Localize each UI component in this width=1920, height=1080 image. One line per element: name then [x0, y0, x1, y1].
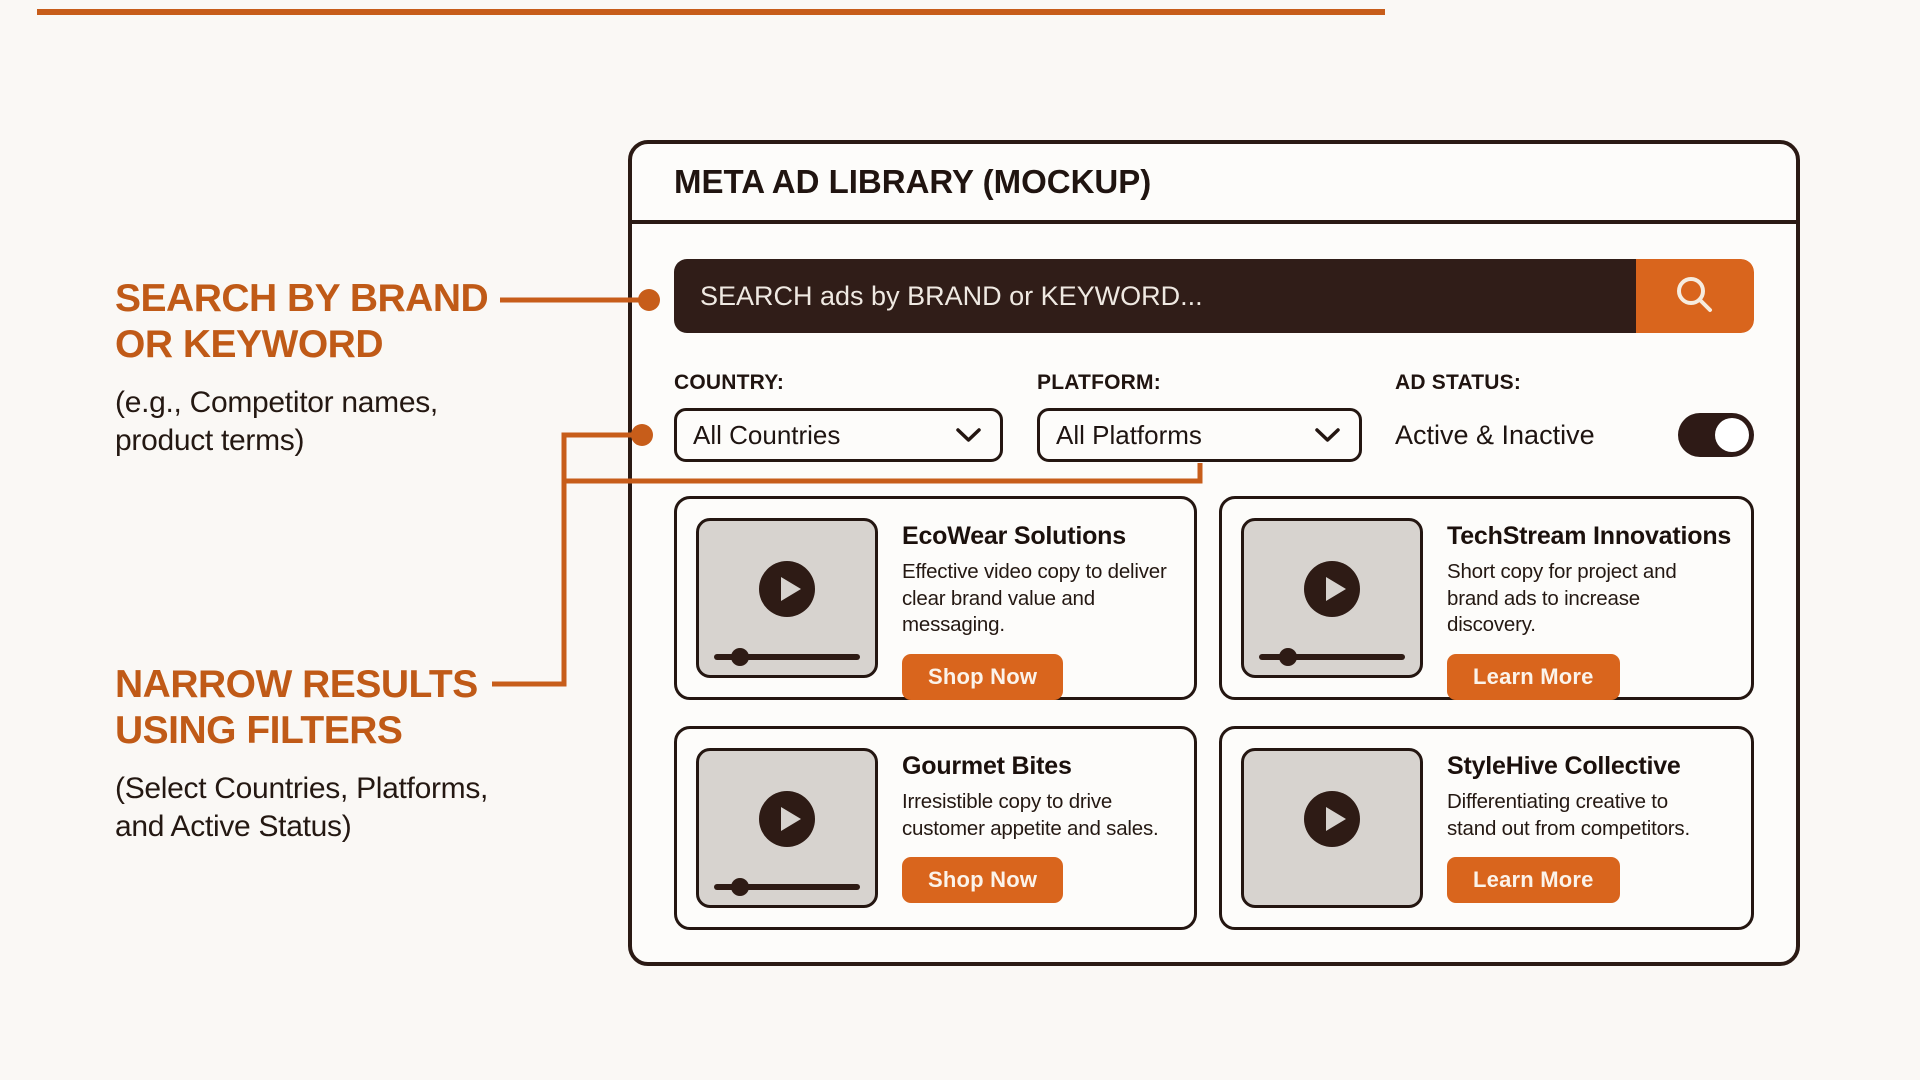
video-thumbnail [696, 748, 878, 908]
play-triangle [1326, 806, 1346, 831]
search-icon [1677, 277, 1712, 312]
ad-card-title: Gourmet Bites [902, 752, 1072, 780]
country-dropdown[interactable]: All Countries [674, 408, 1003, 462]
ad-cards-grid: EcoWear Solutions Effective video copy t… [674, 496, 1754, 930]
annotation-search-title-line1: SEARCH BY BRAND [115, 277, 489, 320]
video-progress-bar[interactable] [714, 648, 860, 666]
play-icon[interactable] [1304, 790, 1360, 847]
country-filter: COUNTRY: All Countries [674, 371, 1003, 462]
ad-card-description-line2: customer appetite and sales. [902, 816, 1159, 840]
platform-dropdown-value: All Platforms [1056, 419, 1202, 450]
ad-card-description: Irresistible copy to drive customer appe… [902, 789, 1175, 842]
ad-status-row: Active & Inactive [1395, 408, 1754, 462]
annotation-search-subtitle: (e.g., Competitor names, product terms) [115, 384, 488, 459]
play-icon[interactable] [759, 790, 815, 847]
ad-status-filter: AD STATUS: Active & Inactive [1395, 371, 1754, 462]
ad-card-description: Differentiating creative to stand out fr… [1447, 789, 1732, 842]
panel-title: META AD LIBRARY (MOCKUP) [674, 163, 1152, 200]
ad-card-ecowear: EcoWear Solutions Effective video copy t… [674, 496, 1197, 700]
ad-card-description: Short copy for project and brand ads to … [1447, 559, 1732, 639]
platform-filter: PLATFORM: All Platforms [1037, 371, 1362, 462]
ad-card-description: Effective video copy to deliver clear br… [902, 559, 1175, 639]
ad-card-description-line1: Effective video copy to deliver [902, 560, 1167, 583]
toggle-knob [1715, 418, 1749, 452]
annotation-filters-title-line2: USING FILTERS [115, 709, 403, 753]
panel-header: META AD LIBRARY (MOCKUP) [632, 144, 1796, 224]
ad-card-description-line2: clear brand value and messaging. [902, 586, 1095, 637]
annotation-search-title: SEARCH BY BRAND OR KEYWORD [115, 276, 489, 368]
annotation-filters-subtitle-line1: (Select Countries, Platforms, [115, 772, 489, 806]
cta-button[interactable]: Shop Now [902, 653, 1064, 700]
search-input[interactable] [674, 259, 1636, 333]
video-thumbnail [1241, 748, 1423, 908]
cta-button[interactable]: Learn More [1447, 653, 1620, 700]
ad-status-label: AD STATUS: [1395, 371, 1522, 394]
connector-filters-line [492, 432, 632, 687]
platform-label: PLATFORM: [1037, 371, 1161, 394]
ad-card-info: TechStream Innovations Short copy for pr… [1423, 518, 1732, 700]
play-triangle [1326, 576, 1346, 601]
annotation-search-title-line2: OR KEYWORD [115, 323, 384, 367]
ad-card-info: Gourmet Bites Irresistible copy to drive… [878, 748, 1175, 908]
play-icon[interactable] [1304, 560, 1360, 617]
progress-handle[interactable] [1279, 648, 1298, 666]
ad-card-gourmet: Gourmet Bites Irresistible copy to drive… [674, 726, 1197, 930]
play-triangle [781, 806, 801, 831]
chevron-down-icon [956, 427, 981, 442]
ad-card-description-line2: stand out from competitors. [1447, 816, 1690, 840]
country-dropdown-value: All Countries [693, 419, 841, 450]
annotation-search-subtitle-line1: (e.g., Competitor names, [115, 386, 438, 420]
video-thumbnail [696, 518, 878, 678]
panel-body: COUNTRY: All Countries PLATFORM: All Pla… [632, 224, 1796, 930]
cta-button[interactable]: Shop Now [902, 857, 1064, 904]
ad-card-description-line1: Irresistible copy to drive [902, 790, 1113, 813]
ad-card-title: TechStream Innovations [1447, 522, 1732, 550]
filters-row: COUNTRY: All Countries PLATFORM: All Pla… [674, 371, 1754, 462]
ad-card-title: EcoWear Solutions [902, 522, 1126, 550]
annotation-filters: NARROW RESULTS USING FILTERS (Select Cou… [115, 662, 488, 845]
ad-card-description-line1: Short copy for project and [1447, 560, 1677, 583]
play-triangle [781, 576, 801, 601]
ad-card-title: StyleHive Collective [1447, 752, 1681, 780]
ad-card-description-line1: Differentiating creative to [1447, 790, 1668, 813]
progress-handle[interactable] [731, 648, 750, 666]
ad-status-toggle[interactable] [1678, 413, 1754, 457]
ad-card-description-line2: brand ads to increase discovery. [1447, 586, 1640, 637]
platform-dropdown[interactable]: All Platforms [1037, 408, 1362, 462]
ad-status-value: Active & Inactive [1395, 419, 1595, 450]
video-progress-bar[interactable] [714, 878, 860, 896]
annotation-filters-subtitle: (Select Countries, Platforms, and Active… [115, 770, 488, 845]
annotation-filters-subtitle-line2: and Active Status) [115, 809, 352, 843]
ad-card-stylehive: StyleHive Collective Differentiating cre… [1219, 726, 1754, 930]
annotation-search: SEARCH BY BRAND OR KEYWORD (e.g., Compet… [115, 276, 489, 459]
search-button[interactable] [1636, 259, 1754, 333]
cta-button[interactable]: Learn More [1447, 857, 1620, 904]
chevron-down-icon [1315, 427, 1340, 442]
annotation-filters-title-line1: NARROW RESULTS [115, 663, 478, 706]
meta-ad-library-panel: META AD LIBRARY (MOCKUP) COUNTRY: A [628, 140, 1800, 966]
country-label: COUNTRY: [674, 371, 785, 394]
video-thumbnail [1241, 518, 1423, 678]
top-accent-line [37, 9, 1385, 15]
annotation-search-subtitle-line2: product terms) [115, 423, 305, 457]
play-icon[interactable] [759, 560, 815, 617]
ad-card-info: StyleHive Collective Differentiating cre… [1423, 748, 1732, 908]
search-bar [674, 259, 1754, 333]
annotation-filters-title: NARROW RESULTS USING FILTERS [115, 662, 488, 754]
ad-card-info: EcoWear Solutions Effective video copy t… [878, 518, 1175, 700]
progress-handle[interactable] [731, 878, 750, 896]
ad-card-techstream: TechStream Innovations Short copy for pr… [1219, 496, 1754, 700]
video-progress-bar[interactable] [1259, 648, 1405, 666]
